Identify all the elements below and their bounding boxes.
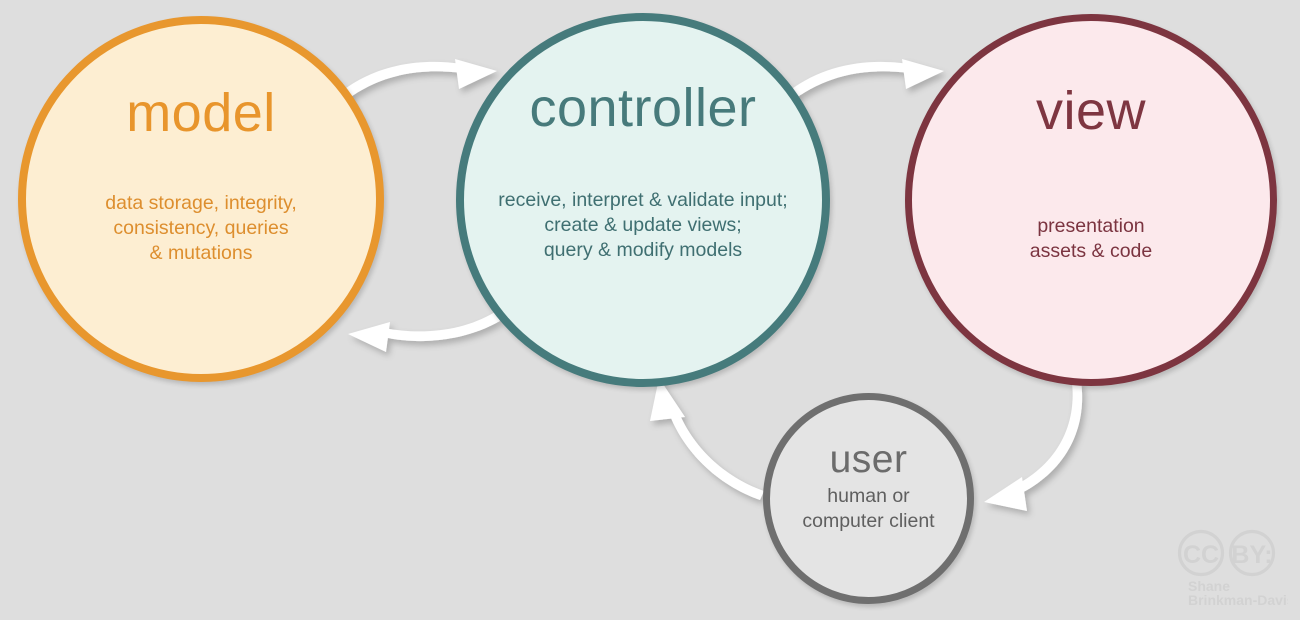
arrow-view-to-user: [984, 381, 1083, 511]
arrow-controller-to-model: [348, 312, 500, 352]
node-user-description: human or computer client: [802, 485, 935, 532]
node-view-title: view: [1035, 81, 1147, 141]
node-controller-description: receive, interpret & validate input; cre…: [498, 189, 788, 261]
node-model-title: model: [126, 83, 276, 143]
node-controller-title: controller: [529, 78, 757, 138]
node-controller[interactable]: controller receive, interpret & validate…: [456, 13, 830, 387]
creative-commons-attribution-badge[interactable]: CC BY: Shane Brinkman-Davis: [1176, 529, 1288, 607]
arrow-user-to-controller: [650, 378, 764, 500]
node-view-description: presentation assets & code: [1029, 215, 1153, 262]
node-user-title: user: [829, 438, 908, 481]
author-name-line-2: Brinkman-Davis: [1188, 592, 1288, 607]
node-user[interactable]: user human or computer client: [763, 393, 974, 604]
node-view[interactable]: view presentation assets & code: [905, 14, 1277, 386]
arrow-model-to-controller: [342, 59, 497, 99]
cc-license-icon: [1177, 529, 1225, 577]
by-license-icon: [1228, 529, 1276, 577]
by-license-label: BY:: [1231, 541, 1272, 569]
node-model[interactable]: model data storage, integrity, consisten…: [18, 16, 384, 382]
node-model-description: data storage, integrity, consistency, qu…: [105, 192, 297, 264]
arrow-controller-to-view: [789, 59, 944, 99]
author-name-line-1: Shane: [1188, 578, 1230, 594]
cc-license-label: CC: [1183, 541, 1219, 569]
